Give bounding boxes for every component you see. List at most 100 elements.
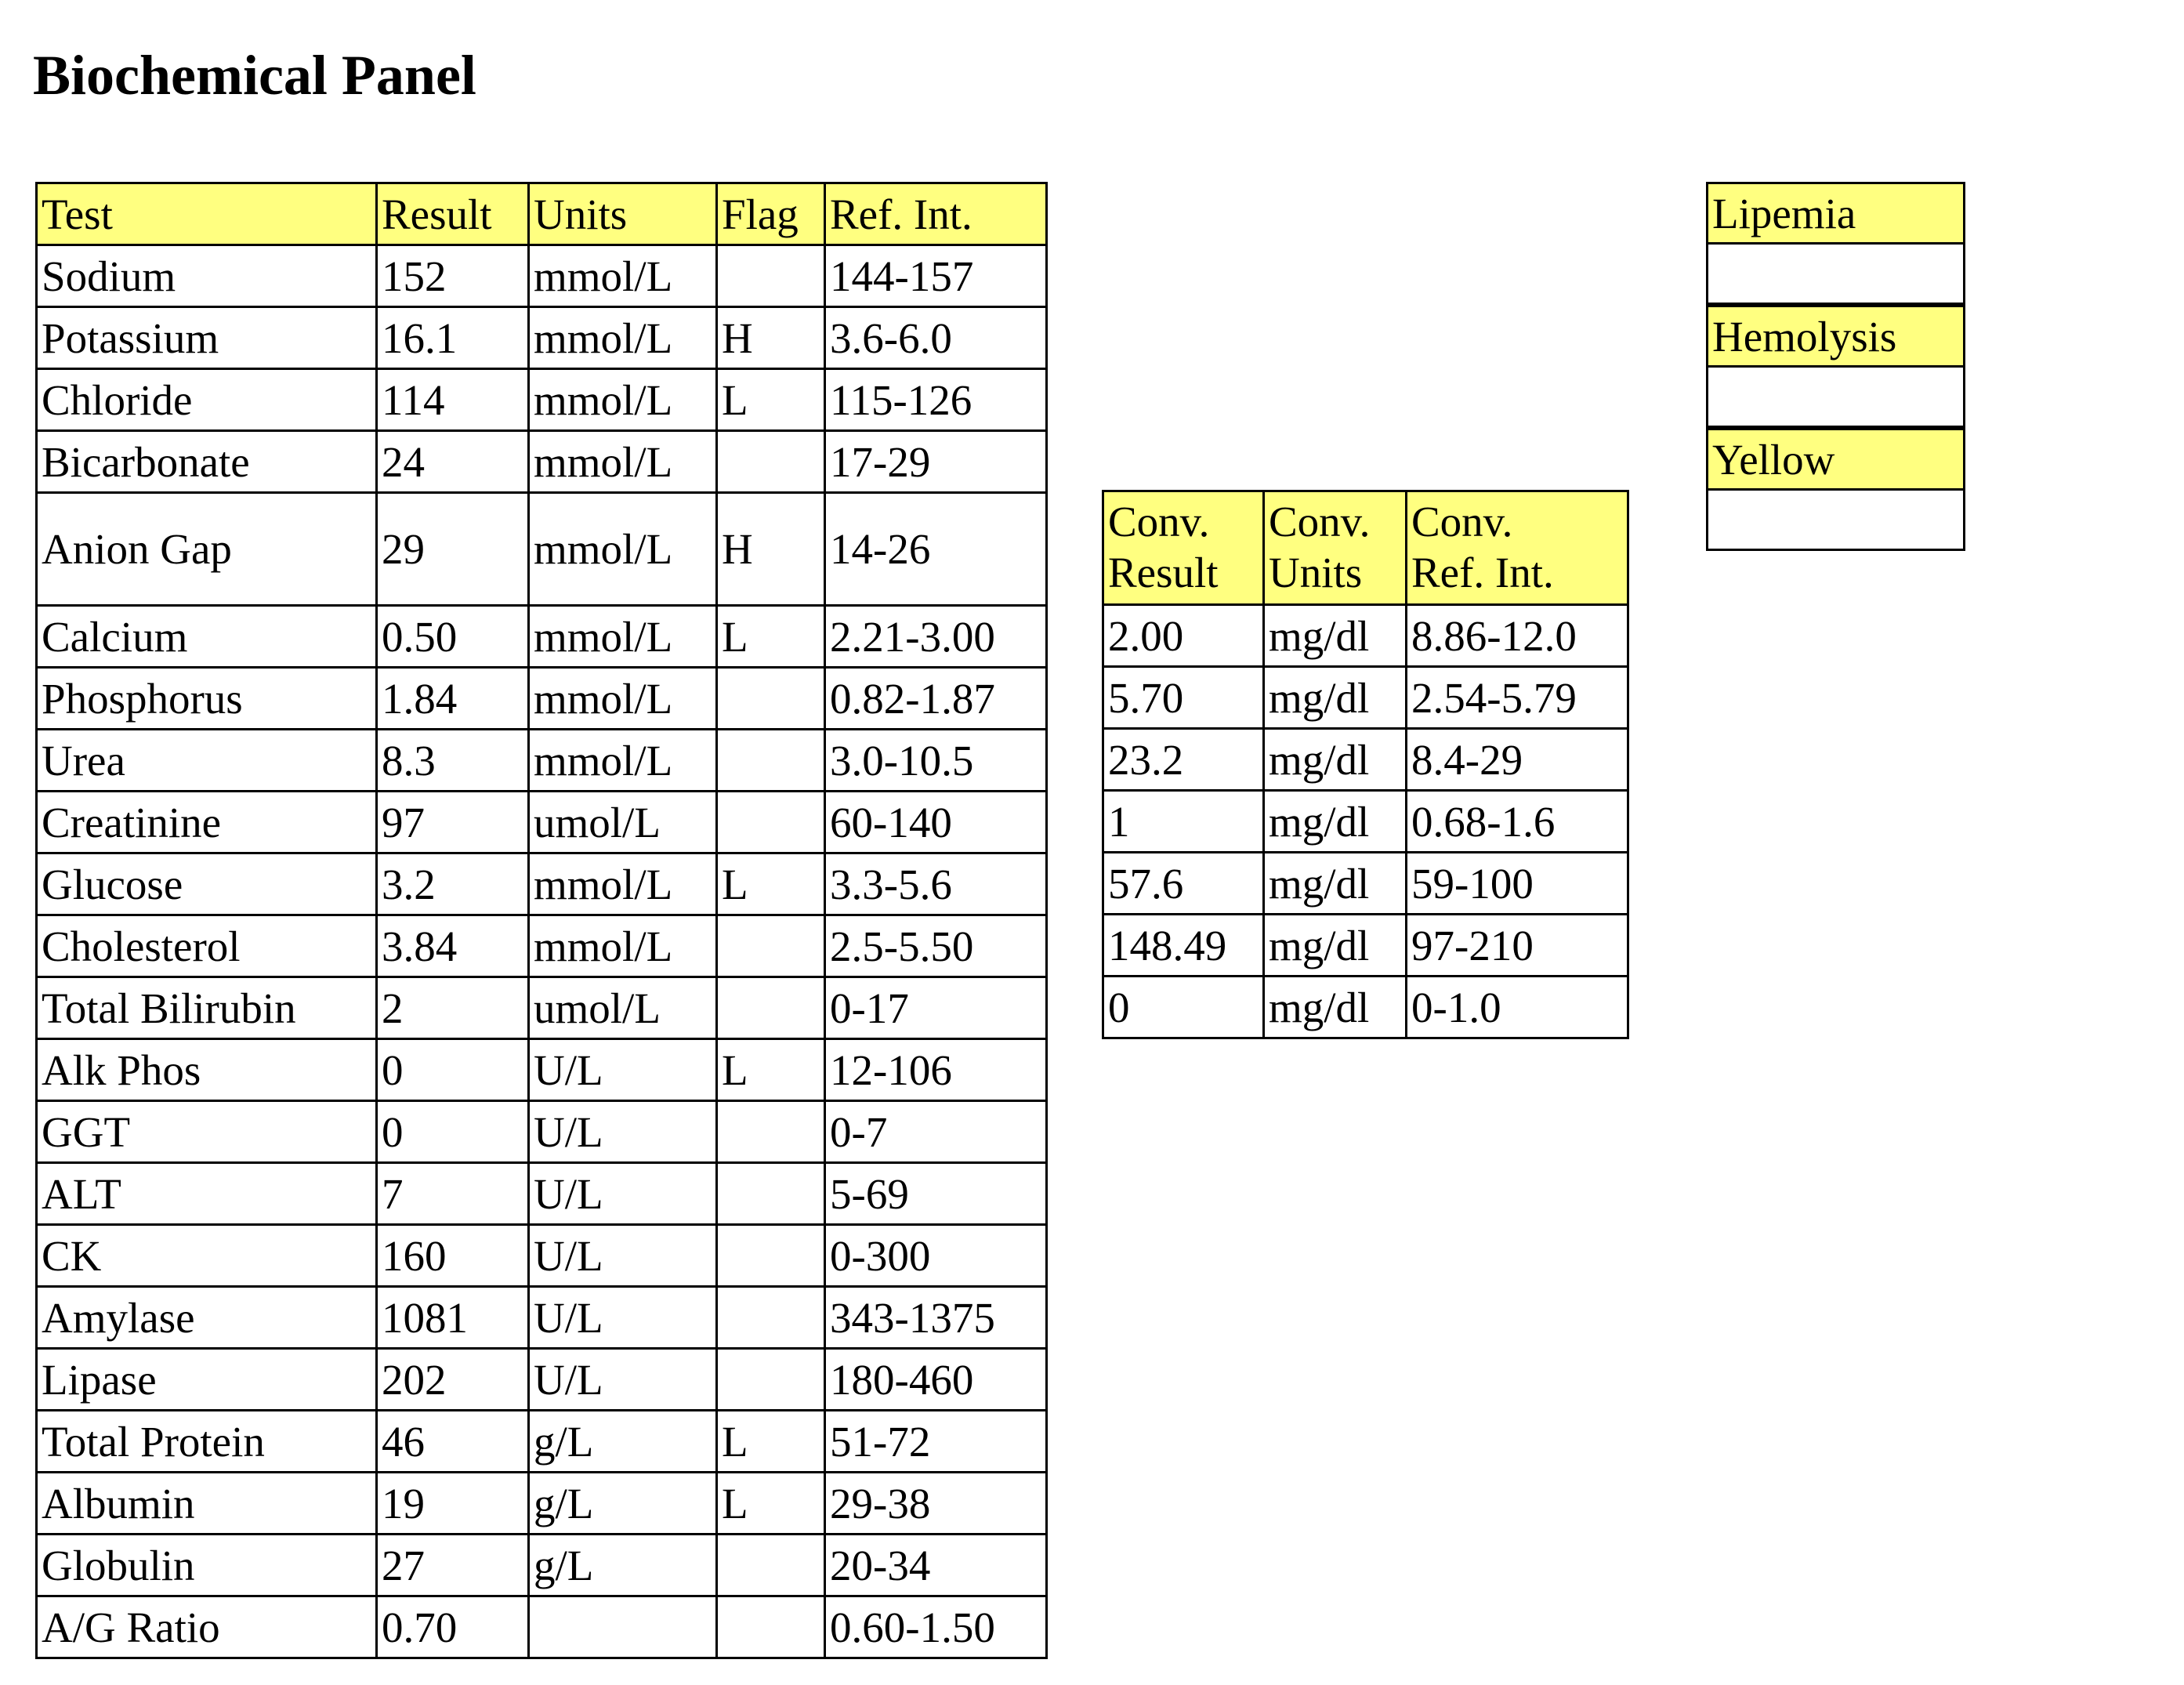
ref-interval: 2.21-3.00 [824,604,1048,669]
test-name: Creatinine [35,790,378,854]
conv-units-value: mg/dl [1262,665,1407,730]
conv-result-value: 5.70 [1102,665,1265,730]
test-name: Cholesterol [35,914,378,978]
conv-result-value: 57.6 [1102,851,1265,915]
ref-interval: 12-106 [824,1038,1048,1102]
result-value: 2 [375,976,530,1040]
test-name: Albumin [35,1471,378,1535]
flag-value [715,728,826,792]
units-value: mmol/L [527,914,718,978]
result-value: 8.3 [375,728,530,792]
conv-result-value: 23.2 [1102,727,1265,792]
sample-quality-value-row [1706,368,1965,430]
ref-interval: 144-157 [824,244,1048,308]
sample-quality-value-row [1706,245,1965,307]
conv-ref-interval: 0.68-1.6 [1405,789,1629,853]
result-value: 160 [375,1223,530,1288]
result-value: 24 [375,429,530,494]
header-test: Test [35,182,378,246]
sample-quality-value-row [1706,491,1965,551]
conv-units-value: mg/dl [1262,727,1407,792]
test-name: Glucose [35,852,378,916]
units-value: U/L [527,1100,718,1164]
units-value: g/L [527,1471,718,1535]
header-line: Units [1269,549,1363,596]
sample-quality-value [1706,491,1965,551]
flag-value: L [715,1038,826,1102]
test-name: Bicarbonate [35,429,378,494]
flag-value [715,976,826,1040]
test-name: A/G Ratio [35,1595,378,1659]
test-name: Potassium [35,306,378,370]
test-name: Lipase [35,1347,378,1411]
units-value: U/L [527,1038,718,1102]
result-value: 27 [375,1533,530,1597]
header-units: Units [527,182,718,246]
result-value: 0.50 [375,604,530,669]
flag-value: L [715,368,826,432]
conv-result-value: 0 [1102,975,1265,1039]
result-value: 46 [375,1409,530,1473]
units-value: mmol/L [527,429,718,494]
conv-result-value: 148.49 [1102,913,1265,977]
units-value: U/L [527,1161,718,1226]
conversion-table: Conv.Result Conv. Units Conv.Ref. Int. 2.… [1102,490,1629,1039]
header-conv-result: Conv.Result [1102,490,1265,606]
result-value: 1081 [375,1285,530,1350]
result-value: 1.84 [375,666,530,730]
units-value: mmol/L [527,666,718,730]
units-value: U/L [527,1285,718,1350]
ref-interval: 3.3-5.6 [824,852,1048,916]
ref-interval: 0.82-1.87 [824,666,1048,730]
conv-ref-interval: 8.86-12.0 [1405,603,1629,668]
units-value [527,1595,718,1659]
test-name: Chloride [35,368,378,432]
sample-quality-value [1706,245,1965,307]
units-value: mmol/L [527,852,718,916]
sample-quality-label: Lipemia [1706,182,1965,245]
ref-interval: 5-69 [824,1161,1048,1226]
header-line: Conv. [1108,498,1210,546]
flag-value: L [715,604,826,669]
units-value: mmol/L [527,491,718,607]
page-title: Biochemical Panel [33,44,476,107]
ref-interval: 0-300 [824,1223,1048,1288]
header-result: Result [375,182,530,246]
sample-quality-label-row: Hemolysis [1706,307,1965,368]
result-value: 16.1 [375,306,530,370]
conv-ref-interval: 59-100 [1405,851,1629,915]
units-value: g/L [527,1409,718,1473]
result-value: 29 [375,491,530,607]
ref-interval: 343-1375 [824,1285,1048,1350]
units-value: U/L [527,1347,718,1411]
test-name: Globulin [35,1533,378,1597]
flag-value: L [715,1471,826,1535]
result-value: 7 [375,1161,530,1226]
ref-interval: 60-140 [824,790,1048,854]
flag-value [715,1595,826,1659]
conv-ref-interval: 2.54-5.79 [1405,665,1629,730]
result-value: 0 [375,1038,530,1102]
header-ref-int: Ref. Int. [824,182,1048,246]
ref-interval: 180-460 [824,1347,1048,1411]
header-conv-ref-int: Conv.Ref. Int. [1405,490,1629,606]
ref-interval: 115-126 [824,368,1048,432]
flag-value [715,1161,826,1226]
conv-header-row: Conv.Result Conv. Units Conv.Ref. Int. [1102,490,1629,606]
